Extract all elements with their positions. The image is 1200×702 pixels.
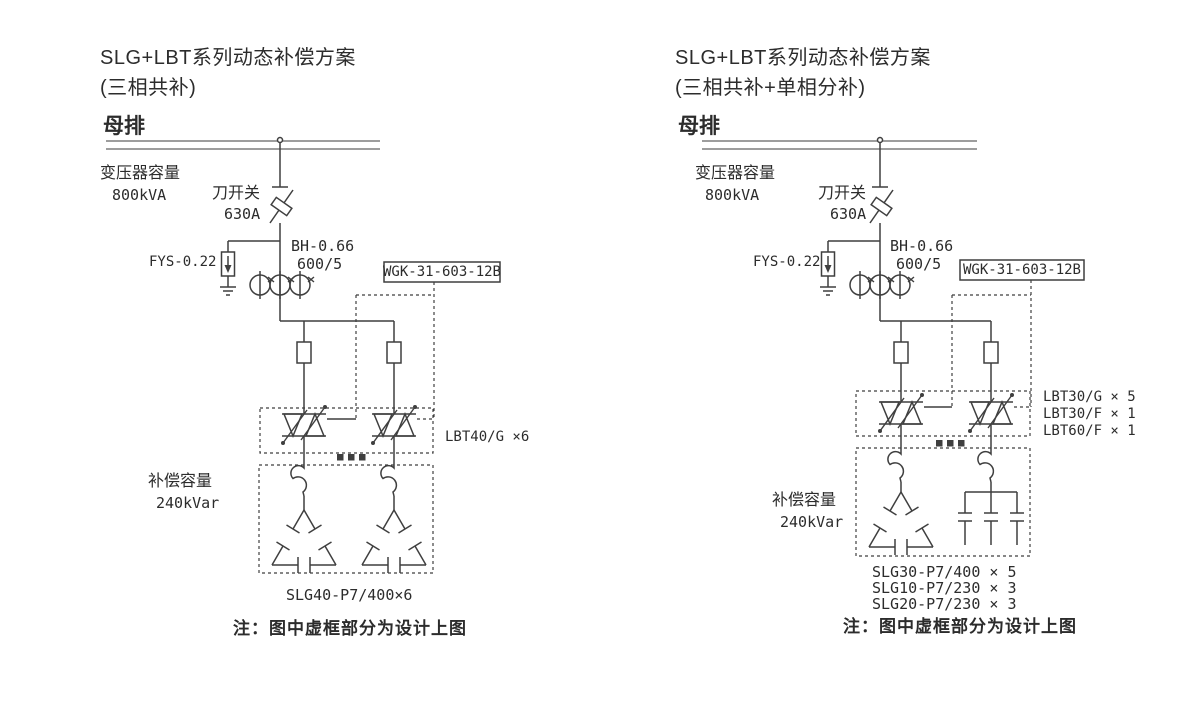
fuse-icon	[983, 341, 999, 364]
thyristor-model-label: LBT30/G × 5	[1043, 389, 1136, 405]
delta-capacitor-icon	[271, 509, 337, 574]
scheme-title: SLG+LBT系列动态补偿方案	[675, 46, 931, 69]
current-transformer-icon	[289, 270, 315, 300]
busbar-label: 母排	[103, 114, 145, 138]
reactor-icon	[887, 447, 905, 483]
thyristor-group-dashed-box	[259, 407, 434, 454]
compensation-label: 补偿容量	[772, 491, 836, 509]
reactor-icon	[977, 447, 995, 483]
ct-model-label: BH-0.66	[291, 237, 354, 255]
thyristor-group-dashed-box	[855, 390, 1031, 437]
scheme-title: SLG+LBT系列动态补偿方案	[100, 46, 356, 69]
ct-ratio-label: 600/5	[896, 255, 941, 273]
surge-arrester-icon	[819, 251, 837, 296]
knife-switch-icon	[869, 186, 894, 224]
left-diagram: SLG+LBT系列动态补偿方案 (三相共补) 母排 变压器容量 800kVA 刀…	[100, 46, 529, 638]
shunt-capacitor-icon	[983, 491, 999, 546]
knife-switch-icon	[269, 186, 294, 224]
arrester-model-label: FYS-0.22	[149, 254, 216, 270]
thyristor-model-label: LBT30/F × 1	[1043, 406, 1136, 422]
shunt-capacitor-icon	[957, 491, 973, 546]
arrester-model-label: FYS-0.22	[753, 254, 820, 270]
reactor-icon	[380, 461, 398, 497]
transformer-capacity-label: 变压器容量	[695, 164, 775, 182]
busbar-label: 母排	[678, 114, 720, 138]
note-text: 注：图中虚框部分为设计上图	[233, 618, 467, 638]
thyristor-model-label: LBT60/F × 1	[1043, 423, 1136, 439]
scheme-subtitle: (三相共补+单相分补)	[675, 76, 866, 99]
delta-capacitor-icon	[361, 509, 427, 574]
transformer-capacity-value: 800kVA	[705, 186, 759, 204]
ellipsis-dot	[947, 440, 954, 447]
capacitor-bank-dashed-box	[855, 447, 1031, 557]
delta-capacitor-icon	[868, 491, 934, 556]
ct-ratio-label: 600/5	[297, 255, 342, 273]
controller-model-label: WGK-31-603-12B	[963, 262, 1081, 278]
capacitor-model-label: SLG30-P7/400 × 5	[872, 563, 1017, 581]
current-transformer-icon	[889, 270, 915, 300]
shunt-capacitor-icon	[1009, 491, 1025, 546]
compensation-value: 240kVar	[156, 494, 219, 512]
fuse-icon	[296, 341, 312, 364]
knife-switch-rating: 630A	[830, 205, 866, 223]
busbar-tap-dot	[276, 136, 284, 144]
fuse-icon	[893, 341, 909, 364]
controller-box	[383, 261, 501, 283]
right-diagram: SLG+LBT系列动态补偿方案 (三相共补+单相分补) 母排 变压器容量 800…	[675, 46, 1136, 636]
compensation-label: 补偿容量	[148, 472, 212, 490]
knife-switch-label: 刀开关	[212, 184, 260, 202]
controller-model-label: WGK-31-603-12B	[383, 264, 501, 280]
thyristor-model-label: LBT40/G ×6	[445, 429, 529, 445]
busbar-tap-dot	[876, 136, 884, 144]
fuse-icon	[386, 341, 402, 364]
knife-switch-rating: 630A	[224, 205, 260, 223]
capacitor-model-label: SLG40-P7/400×6	[286, 586, 412, 604]
note-text: 注：图中虚框部分为设计上图	[843, 616, 1077, 636]
ellipsis-dot	[337, 454, 344, 461]
ellipsis-dot	[359, 454, 366, 461]
ellipsis-dot	[936, 440, 943, 447]
transformer-capacity-label: 变压器容量	[100, 164, 180, 182]
capacitor-model-label: SLG20-P7/230 × 3	[872, 595, 1017, 613]
compensation-value: 240kVar	[780, 513, 843, 531]
surge-arrester-icon	[219, 251, 237, 296]
scheme-subtitle: (三相共补)	[100, 76, 196, 99]
capacitor-model-label: SLG10-P7/230 × 3	[872, 579, 1017, 597]
knife-switch-label: 刀开关	[818, 184, 866, 202]
ellipsis-dot	[958, 440, 965, 447]
reactor-icon	[290, 461, 308, 497]
ct-model-label: BH-0.66	[890, 237, 953, 255]
transformer-capacity-value: 800kVA	[112, 186, 166, 204]
capacitor-bank-dashed-box	[258, 464, 434, 574]
ellipsis-dot	[348, 454, 355, 461]
controller-box	[959, 259, 1085, 281]
